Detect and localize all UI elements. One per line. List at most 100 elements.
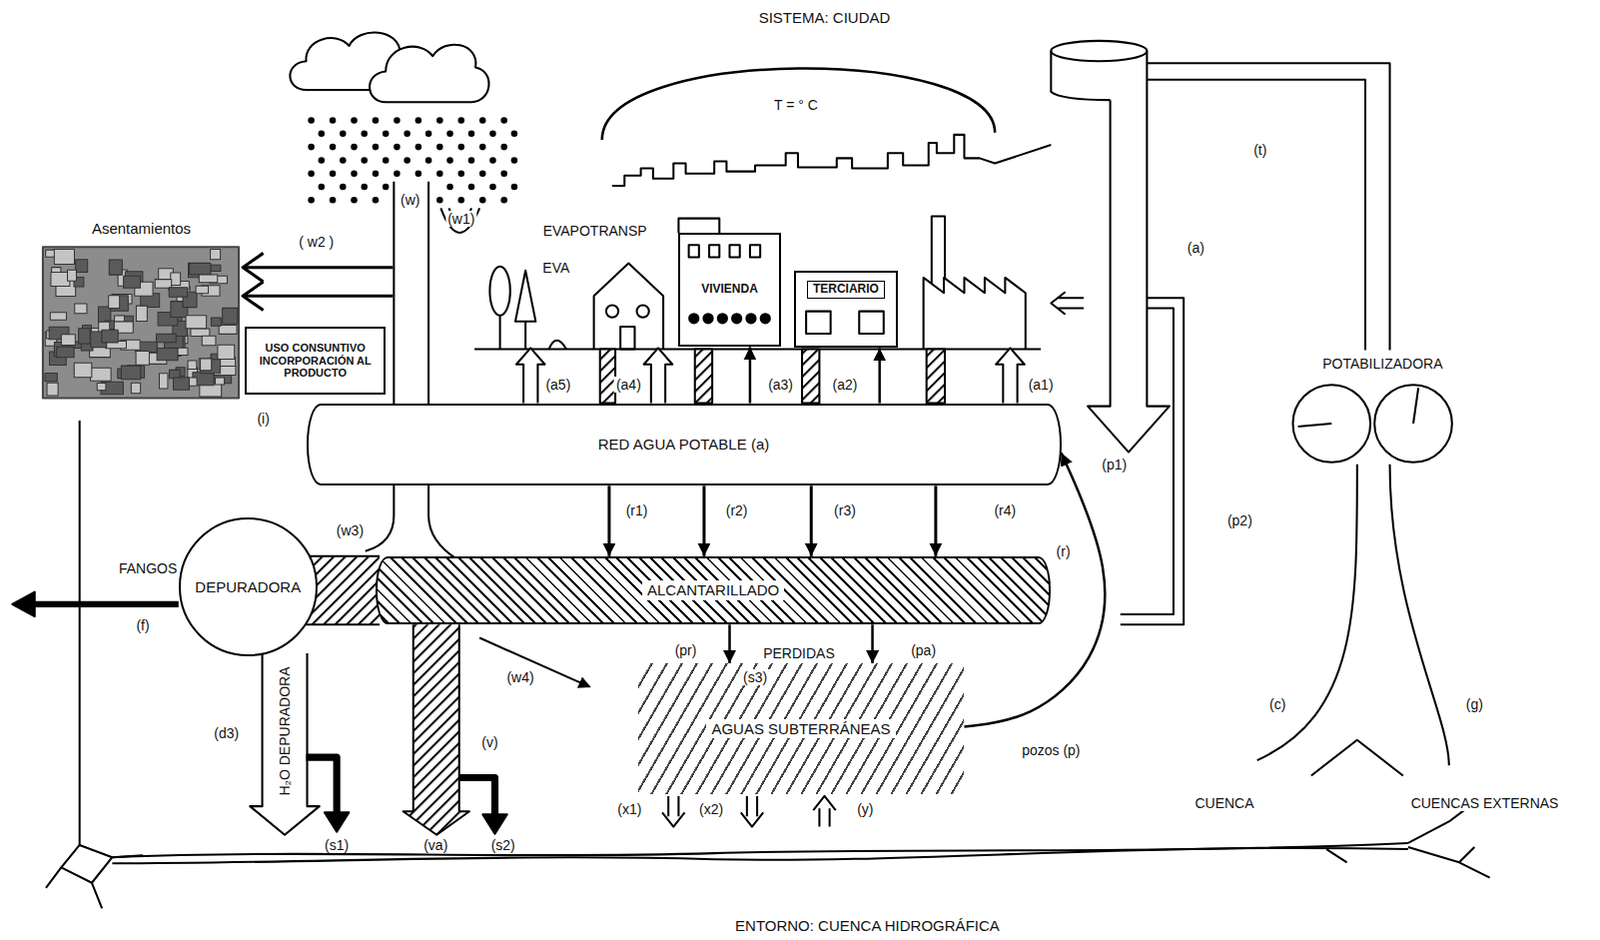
illustration-part bbox=[215, 377, 225, 385]
illustration-part bbox=[53, 249, 74, 265]
illustration-part bbox=[350, 196, 358, 204]
illustration-part bbox=[318, 130, 326, 138]
illustration-part bbox=[415, 116, 423, 124]
illustration-part bbox=[350, 143, 358, 151]
flow-arrow bbox=[702, 485, 706, 557]
illustration-part bbox=[44, 372, 57, 381]
illustration-part bbox=[249, 653, 319, 835]
illustration-part bbox=[307, 196, 315, 204]
ground-line bbox=[474, 347, 1041, 350]
illustration-part bbox=[458, 116, 466, 124]
trees bbox=[489, 266, 567, 350]
illustration-part bbox=[479, 116, 487, 124]
settlement-picture bbox=[42, 246, 239, 398]
node-label: RED AGUA POTABLE (a) bbox=[598, 435, 770, 453]
office-building bbox=[805, 311, 884, 334]
callout-label: (r) bbox=[1054, 543, 1073, 560]
groundwater-arrows bbox=[662, 796, 836, 827]
illustration-part bbox=[709, 244, 720, 257]
illustration-part bbox=[67, 269, 77, 281]
illustration-part bbox=[360, 156, 368, 164]
flow-arrow bbox=[749, 346, 753, 403]
illustration-part bbox=[489, 266, 510, 316]
illustration-part bbox=[96, 382, 106, 390]
callout-label: H₂O DEPURADORA bbox=[276, 664, 293, 798]
illustration-part bbox=[123, 275, 141, 288]
callout-label: PERDIDAS bbox=[761, 645, 837, 662]
illustration-part bbox=[11, 592, 34, 618]
illustration-part bbox=[718, 313, 728, 323]
illustration-part bbox=[500, 196, 508, 204]
illustration-part bbox=[479, 169, 487, 177]
callout-label: (t) bbox=[1251, 141, 1269, 158]
illustration-part bbox=[479, 196, 487, 204]
callout-label: (s2) bbox=[489, 836, 518, 853]
illustration-part bbox=[45, 844, 143, 908]
edge-label: (r1) bbox=[624, 502, 651, 519]
illustration-part bbox=[155, 333, 176, 343]
callout-label: (i) bbox=[254, 410, 271, 427]
illustration-part bbox=[372, 196, 380, 204]
callout-label: (x1) bbox=[615, 800, 644, 817]
illustration-part bbox=[730, 244, 741, 257]
callout-label: pozos (p) bbox=[1019, 742, 1082, 759]
illustration-part bbox=[244, 267, 393, 297]
illustration-part bbox=[382, 156, 390, 164]
diagram-caption: ENTORNO: CUENCA HIDROGRÁFICA bbox=[733, 916, 1002, 934]
illustration-part bbox=[446, 130, 454, 138]
illustration-part bbox=[425, 156, 433, 164]
illustration-part bbox=[242, 252, 263, 310]
illustration-part bbox=[120, 365, 140, 380]
edge-label: (r3) bbox=[831, 502, 858, 519]
illustration-part bbox=[750, 244, 761, 257]
callout-label: EVA bbox=[540, 259, 572, 276]
cloud bbox=[289, 31, 489, 102]
illustration-part bbox=[393, 169, 401, 177]
water-tank bbox=[1050, 40, 1390, 625]
illustration-part bbox=[695, 348, 713, 403]
illustration-part bbox=[741, 796, 764, 827]
illustration-part bbox=[78, 328, 90, 344]
illustration-part bbox=[44, 248, 238, 397]
illustration-part bbox=[500, 143, 508, 151]
callout-label: (y) bbox=[854, 800, 875, 817]
edge-label: (r4) bbox=[991, 502, 1018, 519]
illustration-part bbox=[318, 183, 326, 191]
city-skyline bbox=[612, 134, 1051, 186]
illustration-part bbox=[78, 420, 81, 845]
illustration-part bbox=[1087, 50, 1170, 453]
illustration-part bbox=[101, 329, 118, 343]
illustration-part bbox=[360, 183, 368, 191]
callout-label: (w3) bbox=[334, 522, 366, 539]
illustration-part bbox=[415, 143, 423, 151]
illustration-part bbox=[97, 306, 110, 323]
illustration-part bbox=[49, 312, 66, 321]
illustration-part bbox=[306, 757, 338, 814]
callout-label: (x2) bbox=[697, 800, 726, 817]
illustration-part bbox=[1050, 291, 1084, 314]
sewer-pipe: ALCANTARILLADO bbox=[375, 556, 1051, 625]
illustration-part bbox=[637, 304, 650, 317]
illustration-part bbox=[606, 304, 619, 317]
illustration-part bbox=[154, 279, 171, 289]
illustration-part bbox=[172, 377, 189, 390]
callout-label: (g) bbox=[1464, 696, 1486, 713]
illustration-part bbox=[926, 348, 945, 403]
illustration-part bbox=[217, 344, 235, 359]
illustration-part bbox=[372, 143, 380, 151]
diagram-title: SISTEMA: CIUDAD bbox=[757, 9, 893, 27]
flow-arrow bbox=[870, 624, 874, 664]
house bbox=[594, 263, 664, 350]
callout-label: (a4) bbox=[614, 376, 644, 393]
callout-label: T = ° C bbox=[772, 96, 820, 113]
illustration-part bbox=[440, 207, 480, 233]
edge-label: (pa) bbox=[908, 642, 938, 659]
illustration-part bbox=[689, 244, 700, 257]
callout-label: (s1) bbox=[322, 836, 351, 853]
illustration-part bbox=[372, 169, 380, 177]
edge-label: (p1) bbox=[1099, 456, 1129, 473]
illustration-part bbox=[130, 382, 140, 393]
illustration-part bbox=[594, 263, 664, 350]
illustration-part bbox=[329, 116, 337, 124]
edge-label: (a3) bbox=[766, 376, 796, 393]
